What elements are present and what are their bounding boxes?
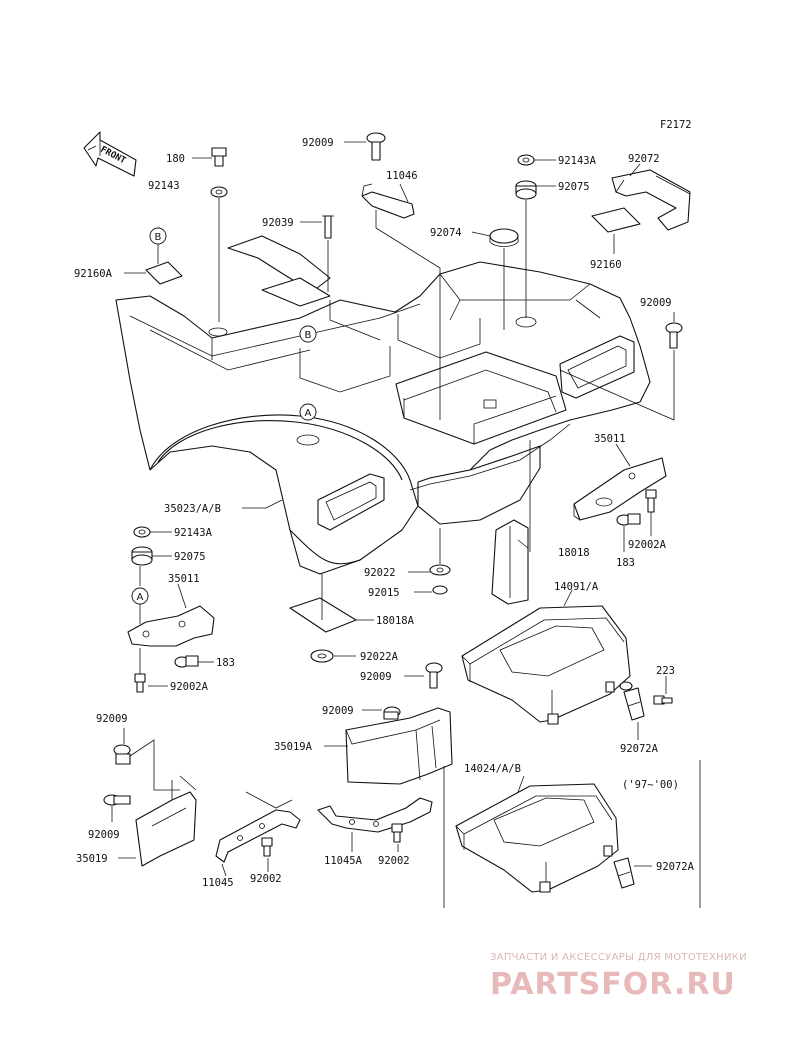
leader-14024 (517, 775, 525, 793)
label-92002-b: 92002 (378, 855, 410, 867)
watermark-tagline: ЗАПЧАСТИ И АКСЕССУАРЫ ДЛЯ МОТОТЕХНИКИ (490, 952, 747, 963)
label-92015: 92015 (368, 587, 400, 599)
label-223: 223 (656, 665, 675, 677)
label-35023: 35023/A/B (164, 503, 221, 515)
label-92022: 92022 (364, 567, 396, 579)
bracket-11046 (361, 183, 441, 420)
cover-14024 (455, 783, 619, 893)
damper-92075-top (515, 180, 556, 318)
label-11045a: 11045A (324, 855, 363, 867)
label-92009-box: 92009 (322, 705, 354, 717)
label-92075-top: 92075 (558, 181, 590, 193)
pad-18018a (289, 574, 374, 633)
bracket-35011-left (127, 583, 215, 647)
label-92002a-left: 92002A (170, 681, 209, 693)
bracket-11045 (215, 791, 301, 877)
label-92160: 92160 (590, 259, 622, 271)
label-92009-mid: 92009 (360, 671, 392, 683)
label-14024: 14024/A/B (464, 763, 521, 775)
rear-fender (115, 235, 651, 575)
plug-92074 (471, 228, 519, 330)
washer-92022a (310, 649, 356, 663)
pin-92039 (300, 215, 334, 292)
svg-text:A: A (137, 592, 144, 603)
label-35011-right: 35011 (594, 433, 626, 445)
bolt-92009-box (362, 706, 401, 720)
label-92074: 92074 (430, 227, 462, 239)
label-35011-left: 35011 (168, 573, 200, 585)
label-92143a-left: 92143A (174, 527, 213, 539)
marker-b-fender: B (299, 325, 317, 343)
label-180: 180 (166, 153, 185, 165)
label-35019a: 35019A (274, 741, 313, 753)
label-92002-a: 92002 (250, 873, 282, 885)
label-92009-right: 92009 (640, 297, 672, 309)
bolt-92002-a (261, 837, 273, 872)
grommet-92143 (210, 186, 228, 322)
label-18018a: 18018A (376, 615, 415, 627)
strap-92072-top (611, 163, 691, 231)
label-11046: 11046 (386, 170, 418, 182)
label-35019: 35019 (76, 853, 108, 865)
collar-183-right (616, 513, 641, 552)
bracket-18018 (491, 440, 531, 605)
bolt-92009-top (344, 132, 386, 161)
figure-code: F2172 (660, 119, 692, 131)
label-92002a-right: 92002A (628, 539, 667, 551)
collar-183-left (174, 655, 214, 668)
grommet-92143a-top (517, 154, 556, 166)
label-92009-ll2: 92009 (88, 829, 120, 841)
label-183-right: 183 (616, 557, 635, 569)
bracket-11045a (317, 797, 433, 852)
label-92143a-top: 92143A (558, 155, 597, 167)
leader-35023 (242, 499, 283, 509)
label-92075-left: 92075 (174, 551, 206, 563)
label-92009-ll1: 92009 (96, 713, 128, 725)
front-arrow-icon: FRONT (83, 131, 137, 177)
collar-223 (619, 676, 673, 705)
label-92022a: 92022A (360, 651, 399, 663)
label-92072-top: 92072 (628, 153, 660, 165)
label-92039: 92039 (262, 217, 294, 229)
bolt-92009-ll2 (103, 794, 131, 822)
bolt-92002-b (391, 823, 403, 852)
label-14091: 14091/A (554, 581, 599, 593)
label-18018: 18018 (558, 547, 590, 559)
label-183-left: 183 (216, 657, 235, 669)
marker-a-fender: A (299, 403, 317, 421)
pad-92160 (591, 207, 641, 254)
bolt-92002a-left (134, 648, 168, 693)
marker-a-bracket: A (131, 587, 149, 605)
bolt-92009-ll1 (113, 728, 180, 791)
bracket-35019 (118, 775, 197, 867)
bracket-35011-right (573, 443, 667, 521)
strap-92072a-mid (623, 687, 645, 740)
bolt-180 (192, 147, 227, 167)
bracket-35019a (324, 707, 453, 785)
label-92072a-mid: 92072A (620, 743, 659, 755)
label-92143-top: 92143 (148, 180, 180, 192)
label-92072a-bot: 92072A (656, 861, 695, 873)
watermark-logo: PARTSFOR.RU (490, 967, 736, 1002)
nut-92015 (414, 585, 448, 595)
label-11045: 11045 (202, 877, 234, 889)
year-note: ('97~'00) (622, 779, 679, 791)
svg-text:B: B (155, 232, 162, 243)
svg-text:B: B (305, 330, 312, 341)
pad-92160a (124, 244, 183, 285)
cover-14091 (461, 589, 631, 725)
label-92009-top: 92009 (302, 137, 334, 149)
bolt-92009-right (559, 312, 683, 421)
grommet-92143a-left (133, 526, 172, 538)
washer-92022 (408, 528, 451, 576)
svg-text:A: A (305, 408, 312, 419)
marker-b-pad: B (149, 227, 167, 245)
damper-92075-left (131, 546, 172, 586)
bolt-92002a-right (645, 489, 657, 536)
bolt-92009-mid (404, 662, 443, 689)
label-92160a: 92160A (74, 268, 113, 280)
strap-92072a-bot (613, 857, 652, 889)
